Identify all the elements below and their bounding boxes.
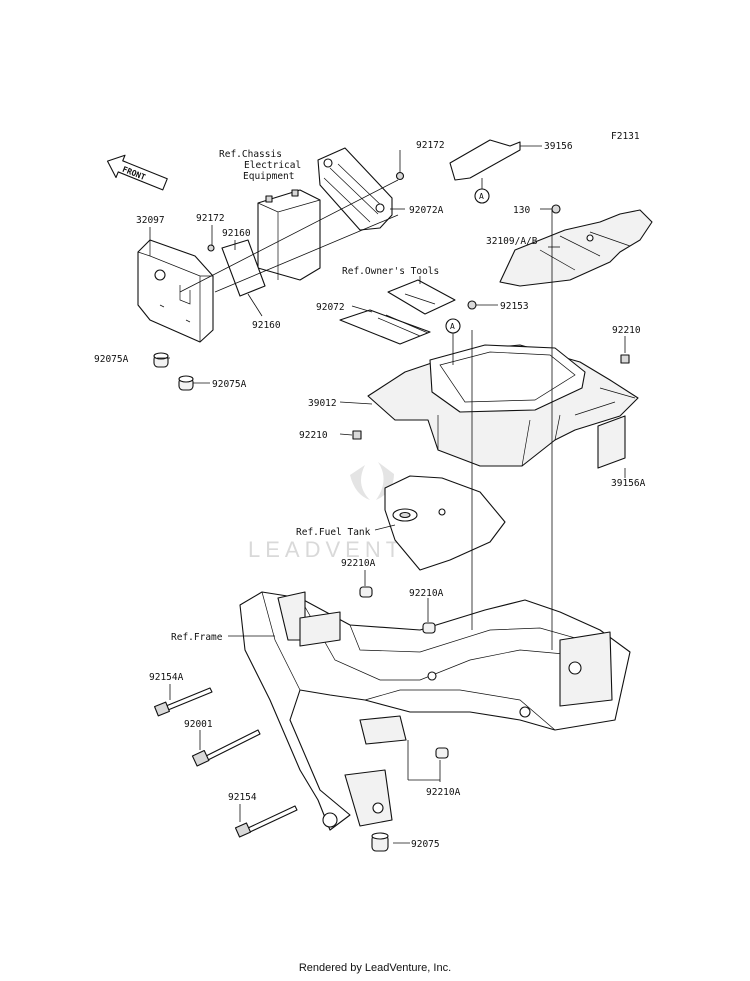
label-92075A-a: 92075A — [94, 354, 129, 365]
label-92072A: 92072A — [409, 205, 444, 216]
frame — [239, 591, 631, 831]
front-arrow-icon: FRONT — [106, 154, 168, 191]
bolt-130 — [551, 204, 561, 214]
label-92172-top: 92172 — [416, 140, 445, 151]
label-92210-left: 92210 — [299, 430, 328, 441]
figure-code: F2131 — [611, 131, 640, 142]
bolt-92172-left — [207, 244, 215, 252]
battery-case-32097 — [137, 239, 214, 343]
callout-a-mid-text: A — [450, 322, 455, 331]
collar-92210A-a — [359, 586, 373, 598]
label-92210A-a: 92210A — [341, 558, 376, 569]
bolt-92001 — [191, 729, 261, 767]
label-92210A-c: 92210A — [426, 787, 461, 798]
callout-a-mid: A — [445, 318, 461, 334]
label-130: 130 — [513, 205, 530, 216]
grommet-92075 — [371, 832, 389, 852]
label-92210-right: 92210 — [612, 325, 641, 336]
battery — [257, 189, 321, 281]
leader-lines — [149, 145, 626, 844]
label-32109: 32109/A/B — [486, 236, 538, 247]
ref-frame: Ref.Frame — [171, 632, 223, 643]
fuel-tank-outline — [384, 475, 506, 571]
label-92153: 92153 — [500, 301, 529, 312]
ref-owners-tools: Ref.Owner's Tools — [342, 266, 439, 277]
ref-chassis-line2: Electrical — [244, 160, 301, 171]
guard-32109 — [499, 209, 653, 287]
ref-fuel-tank: Ref.Fuel Tank — [296, 527, 371, 538]
battery-holder-92072A — [317, 147, 393, 231]
strap-92072 — [339, 309, 431, 345]
ref-chassis-line1: Ref.Chassis — [219, 149, 282, 160]
footer-credit: Rendered by LeadVenture, Inc. — [298, 962, 452, 974]
grommet-92075A-lower — [178, 375, 194, 391]
label-92172-left: 92172 — [196, 213, 225, 224]
pad-92160 — [221, 239, 266, 297]
pad-39156A — [597, 415, 626, 469]
label-39156: 39156 — [544, 141, 573, 152]
clip-92153 — [467, 300, 477, 310]
label-39156A: 39156A — [611, 478, 646, 489]
label-92075A-b: 92075A — [212, 379, 247, 390]
label-92154: 92154 — [228, 792, 257, 803]
label-92001: 92001 — [184, 719, 213, 730]
label-92210A-b: 92210A — [409, 588, 444, 599]
grommet-92075A-upper — [153, 352, 169, 368]
clip-92210-right — [620, 354, 630, 364]
label-92075: 92075 — [411, 839, 440, 850]
cover-39156 — [449, 139, 521, 181]
collar-92210A-c — [435, 747, 449, 759]
tool-bag — [387, 279, 456, 315]
label-92160-b: 92160 — [252, 320, 281, 331]
label-92160-a: 92160 — [222, 228, 251, 239]
ref-chassis-line3: Equipment — [243, 171, 294, 182]
bolt-92154A — [154, 687, 213, 717]
label-92072: 92072 — [316, 302, 345, 313]
bolt-92154 — [234, 805, 298, 838]
callout-a-upper: A — [474, 188, 490, 204]
clip-92210-left — [352, 430, 362, 440]
collar-92210A-b — [422, 622, 436, 634]
label-39012: 39012 — [308, 398, 337, 409]
bolt-92172-top — [395, 171, 405, 181]
tray-39012 — [367, 344, 639, 467]
label-32097: 32097 — [136, 215, 165, 226]
label-92154A: 92154A — [149, 672, 184, 683]
callout-a-upper-text: A — [479, 192, 484, 201]
